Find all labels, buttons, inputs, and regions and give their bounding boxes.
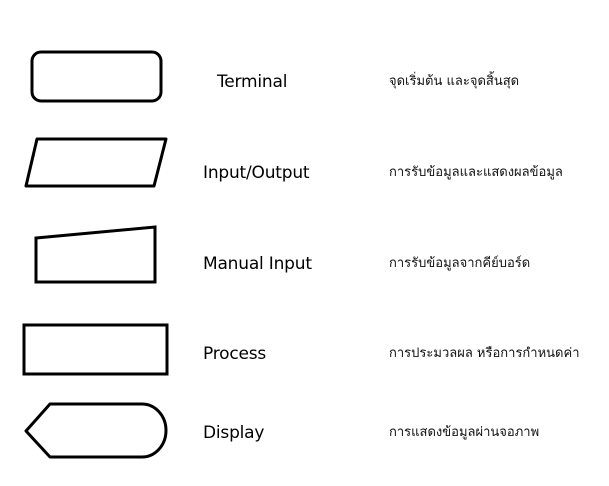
legend-description-display: การแสดงข้อมูลผ่านจอภาพ bbox=[389, 425, 540, 440]
legend-description-manual-input: การรับข้อมูลจากคีย์บอร์ด bbox=[389, 256, 531, 271]
terminal-shape bbox=[30, 50, 163, 103]
legend-label-process: Process bbox=[203, 344, 267, 364]
legend-description-input-output: การรับข้อมูลและแสดงผลข้อมูล bbox=[389, 165, 563, 180]
legend-label-terminal: Terminal bbox=[217, 72, 288, 92]
legend-label-display: Display bbox=[203, 423, 265, 443]
legend-label-input-output: Input/Output bbox=[203, 163, 310, 183]
legend-label-manual-input: Manual Input bbox=[203, 254, 312, 274]
process-rectangle-shape bbox=[22, 323, 169, 376]
parallelogram-shape bbox=[24, 137, 168, 188]
display-shape bbox=[24, 402, 168, 459]
manual-input-shape bbox=[34, 225, 157, 284]
legend-description-process: การประมวลผล หรือการกำหนดค่า bbox=[389, 346, 580, 361]
legend-description-terminal: จุดเริ่มต้น และจุดสิ้นสุด bbox=[389, 74, 520, 89]
